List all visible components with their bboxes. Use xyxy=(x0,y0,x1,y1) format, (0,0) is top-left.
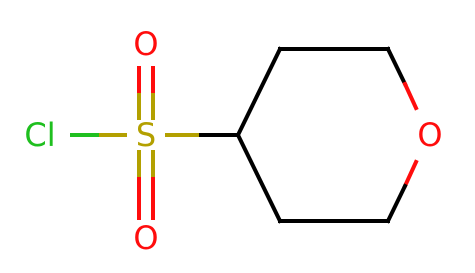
ring-bond-o-c6-carbon-half xyxy=(385,183,408,224)
top-oxygen-atom-label: O xyxy=(133,25,158,63)
ring-bond-c4-c3 xyxy=(235,46,283,138)
sulfur-atom-label: S xyxy=(136,116,156,154)
ring-oxygen-atom-label: O xyxy=(417,116,442,154)
chlorine-atom-label: Cl xyxy=(24,116,55,154)
ring-bond-c2-o-carbon-half xyxy=(385,46,408,87)
ring-bond-c5-c4 xyxy=(235,132,283,224)
bottom-oxygen-atom-label: O xyxy=(133,219,158,257)
ring-bond-o-c6-oxygen-half xyxy=(402,159,419,189)
ring-bond-c2-o-oxygen-half xyxy=(402,81,419,111)
